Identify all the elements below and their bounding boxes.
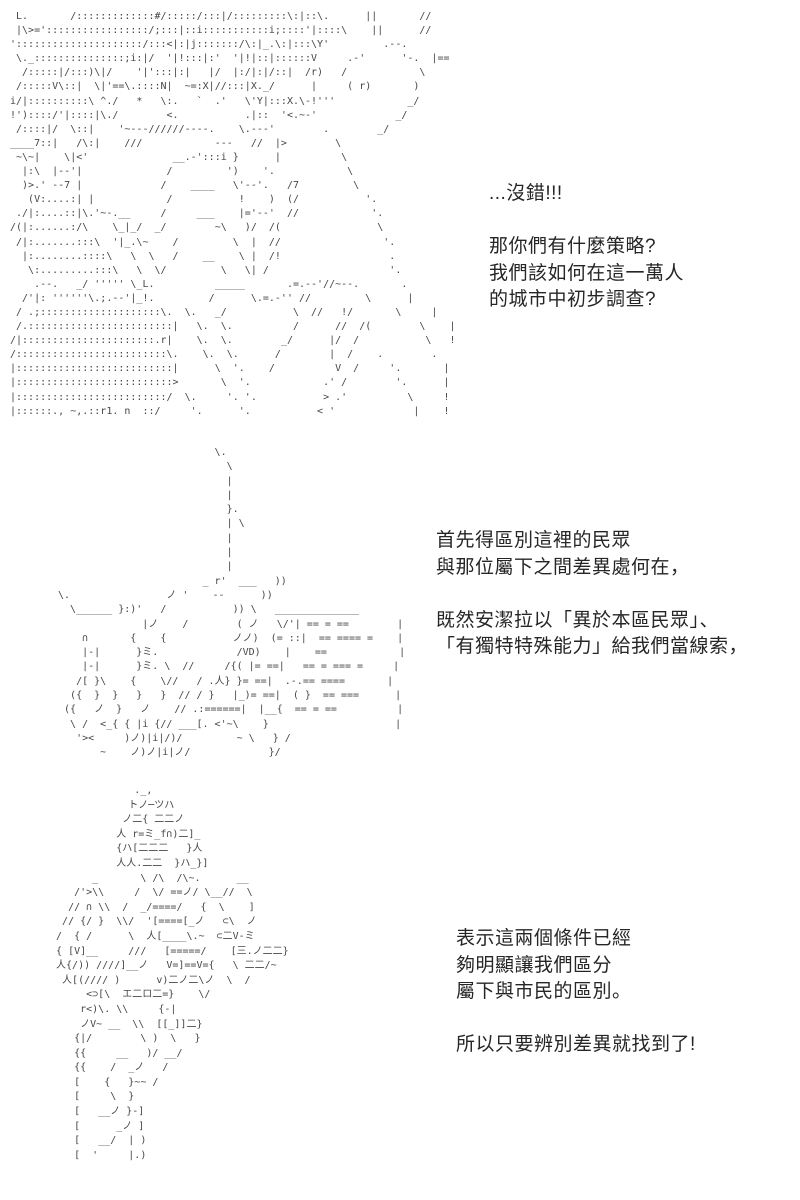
ascii-art-panel-bottom: ._, トノ─ツハ ノ二{ 二二ノ 人 r=ミ_f∩)二]_ {ハ[二二二 }人… — [56, 785, 289, 1161]
dialogue-block-middle: 首先得區別這裡的民眾 與那位屬下之間差異處何在， 既然安潔拉以「異於本區民眾」、… — [436, 530, 749, 657]
dialogue-block-bottom: 表示這兩個條件已經 夠明顯讓我們區分 屬下與市民的區別。 所以只要辨別差異就找到… — [456, 928, 696, 1055]
ascii-art-panel-middle: \. \ | | }. | \ | — [58, 447, 406, 759]
dialogue-block-top: ...沒錯!!! 那你們有什麼策略? 我們該如何在這一萬人 的城市中初步調查? — [489, 183, 685, 310]
ascii-art-panel-top: L. /:::::::::::::#/:::::/:::|/:::::::::\… — [10, 11, 456, 417]
